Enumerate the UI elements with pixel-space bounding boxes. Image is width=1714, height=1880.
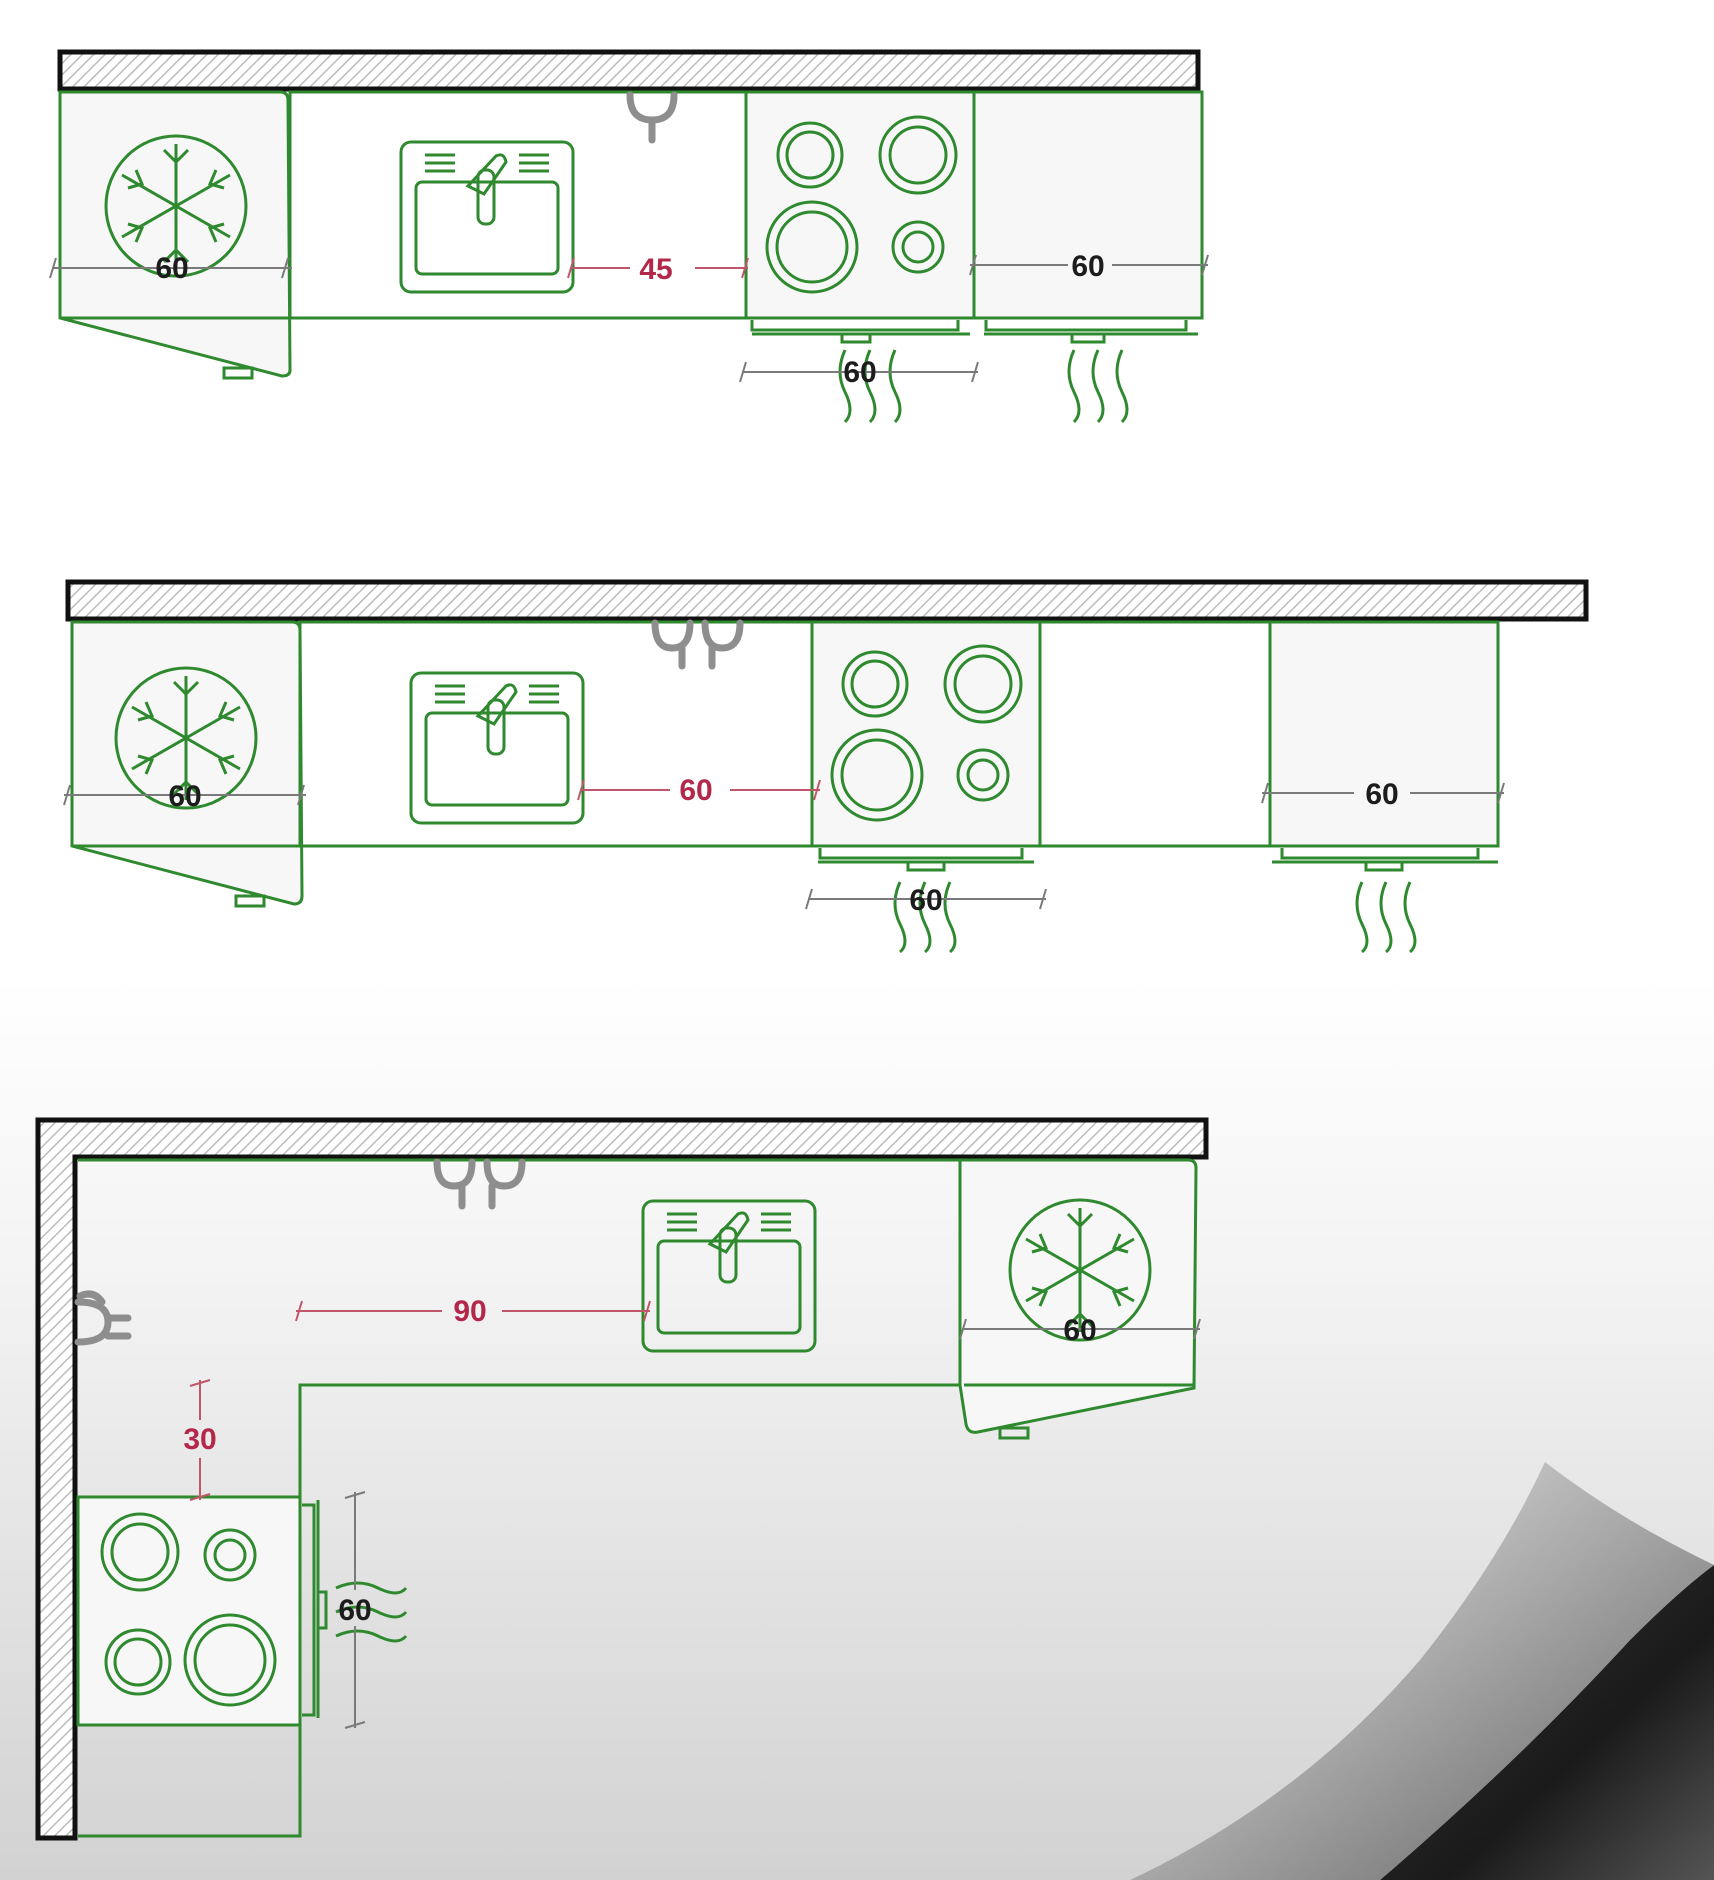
dimension-label: 60 bbox=[843, 356, 876, 389]
dimension-sink-to-cooktop: 60 bbox=[577, 774, 821, 807]
layout-1: 60 45 60 60 bbox=[49, 49, 1209, 424]
dimension-label: 60 bbox=[1063, 1314, 1096, 1347]
cooktop-burners-icon bbox=[830, 644, 1023, 822]
counter bbox=[288, 90, 748, 320]
counter bbox=[78, 1158, 962, 1838]
counter bbox=[298, 620, 814, 848]
page-curl bbox=[1130, 1462, 1714, 1880]
dimension-cooktop-setback: 30 bbox=[183, 1379, 217, 1501]
heat-waves-icon bbox=[838, 349, 1129, 424]
dimension-cooktop-width: 60 bbox=[338, 1491, 372, 1729]
faucet-icon bbox=[475, 683, 518, 756]
dimension-fridge-width: 60 bbox=[959, 1314, 1201, 1347]
dimension-label: 45 bbox=[639, 253, 672, 286]
fridge bbox=[958, 1158, 1198, 1440]
dimension-label: 60 bbox=[1071, 250, 1104, 283]
sink-icon bbox=[641, 1199, 817, 1353]
wall bbox=[65, 579, 1589, 622]
water-pipe-icon bbox=[651, 619, 744, 670]
fridge-snowflake-icon bbox=[1008, 1198, 1152, 1342]
wall bbox=[57, 49, 1201, 92]
layout-3: 90 60 30 60 bbox=[35, 1117, 1209, 1841]
fridge-snowflake-icon bbox=[104, 134, 248, 278]
cooktop bbox=[76, 1495, 328, 1727]
water-pipe-icon bbox=[626, 91, 678, 144]
sink-icon bbox=[409, 671, 585, 825]
cooktop-burners-icon bbox=[765, 115, 958, 294]
dimension-cooktop-width: 60 bbox=[739, 356, 979, 389]
dimension-end-cabinet-width: 60 bbox=[969, 250, 1209, 283]
dimension-label: 30 bbox=[183, 1423, 216, 1456]
water-pipe-icon bbox=[74, 1290, 132, 1346]
dimension-label: 90 bbox=[453, 1295, 486, 1328]
end-cabinet bbox=[972, 90, 1204, 344]
dimension-fridge-width: 60 bbox=[63, 780, 306, 813]
cooktop bbox=[810, 620, 1042, 872]
layout-2: 60 60 60 60 bbox=[63, 579, 1589, 954]
cooktop-burners-icon bbox=[100, 1512, 277, 1707]
dimension-label: 60 bbox=[1365, 778, 1398, 811]
fridge-snowflake-icon bbox=[114, 666, 258, 810]
dimension-label: 60 bbox=[909, 884, 942, 917]
wall bbox=[35, 1117, 1209, 1841]
dimension-sink-to-cooktop: 45 bbox=[567, 253, 749, 286]
counter bbox=[1038, 620, 1272, 848]
sink-icon bbox=[399, 140, 575, 294]
dimension-label: 60 bbox=[155, 252, 188, 285]
heat-waves-icon bbox=[335, 1581, 408, 1643]
cooktop bbox=[744, 90, 976, 344]
faucet-icon bbox=[707, 1211, 750, 1284]
dimension-label: 60 bbox=[168, 780, 201, 813]
dimension-cooktop-width: 60 bbox=[805, 884, 1047, 917]
dimension-end-cabinet-width: 60 bbox=[1261, 778, 1505, 811]
dimension-fridge-width: 60 bbox=[49, 252, 292, 285]
end-cabinet bbox=[1268, 620, 1500, 872]
faucet-icon bbox=[465, 153, 508, 226]
water-pipe-icon bbox=[433, 1158, 526, 1210]
heat-waves-icon bbox=[893, 881, 1417, 954]
fridge bbox=[70, 620, 304, 908]
fridge bbox=[58, 90, 292, 380]
dimension-label: 60 bbox=[338, 1594, 371, 1627]
dimension-corner-to-sink: 90 bbox=[295, 1295, 651, 1328]
dimension-label: 60 bbox=[679, 774, 712, 807]
